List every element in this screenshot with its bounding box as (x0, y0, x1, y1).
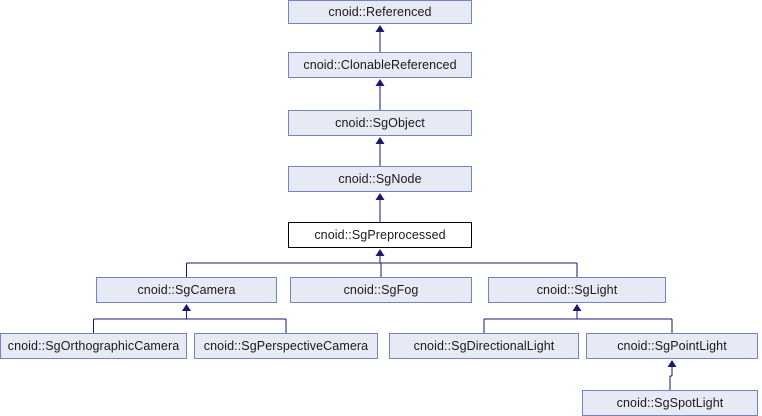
class-node-sglight[interactable]: cnoid::SgLight (488, 277, 666, 303)
class-node-sgorthographiccamera[interactable]: cnoid::SgOrthographicCamera (0, 333, 187, 359)
edge-group-sgpointlight (667, 360, 677, 390)
class-node-label: cnoid::SgFog (343, 282, 419, 297)
class-node-sgpointlight[interactable]: cnoid::SgPointLight (586, 333, 758, 359)
class-node-sgspotlight[interactable]: cnoid::SgSpotLight (582, 390, 758, 416)
edge-group-sgobject (375, 137, 385, 166)
class-node-sgnode[interactable]: cnoid::SgNode (288, 166, 472, 192)
edge-group-sgpreprocessed (185, 249, 578, 277)
class-node-label: cnoid::SgLight (536, 282, 618, 297)
edge-group-sglight (483, 304, 673, 333)
class-node-sgcamera[interactable]: cnoid::SgCamera (96, 277, 277, 303)
class-node-label: cnoid::SgNode (338, 171, 422, 186)
edge-group-sgnode (375, 193, 385, 222)
class-node-sgfog[interactable]: cnoid::SgFog (290, 277, 472, 303)
edge-group-clonablereferenced (375, 79, 385, 110)
class-node-label: cnoid::ClonableReferenced (303, 57, 457, 72)
class-node-label: cnoid::SgOrthographicCamera (7, 338, 180, 353)
class-node-label: cnoid::SgSpotLight (616, 395, 724, 410)
class-node-label: cnoid::SgPreprocessed (314, 227, 446, 242)
class-node-label: cnoid::SgDirectionalLight (413, 338, 555, 353)
class-node-label: cnoid::SgPointLight (617, 338, 727, 353)
class-node-sgdirectionallight[interactable]: cnoid::SgDirectionalLight (389, 333, 579, 359)
class-node-label: cnoid::SgObject (335, 115, 425, 130)
class-node-label: cnoid::SgPerspectiveCamera (203, 338, 369, 353)
class-node-clonablereferenced[interactable]: cnoid::ClonableReferenced (288, 52, 472, 78)
class-node-referenced[interactable]: cnoid::Referenced (288, 0, 472, 24)
class-node-sgpreprocessed[interactable]: cnoid::SgPreprocessed (288, 222, 472, 248)
class-node-label: cnoid::Referenced (328, 4, 432, 19)
class-node-sgobject[interactable]: cnoid::SgObject (288, 110, 472, 136)
edge-group-sgcamera (92, 304, 287, 333)
class-node-sgperspectivecamera[interactable]: cnoid::SgPerspectiveCamera (194, 333, 378, 359)
edge-group-referenced (375, 25, 385, 52)
class-node-label: cnoid::SgCamera (137, 282, 236, 297)
